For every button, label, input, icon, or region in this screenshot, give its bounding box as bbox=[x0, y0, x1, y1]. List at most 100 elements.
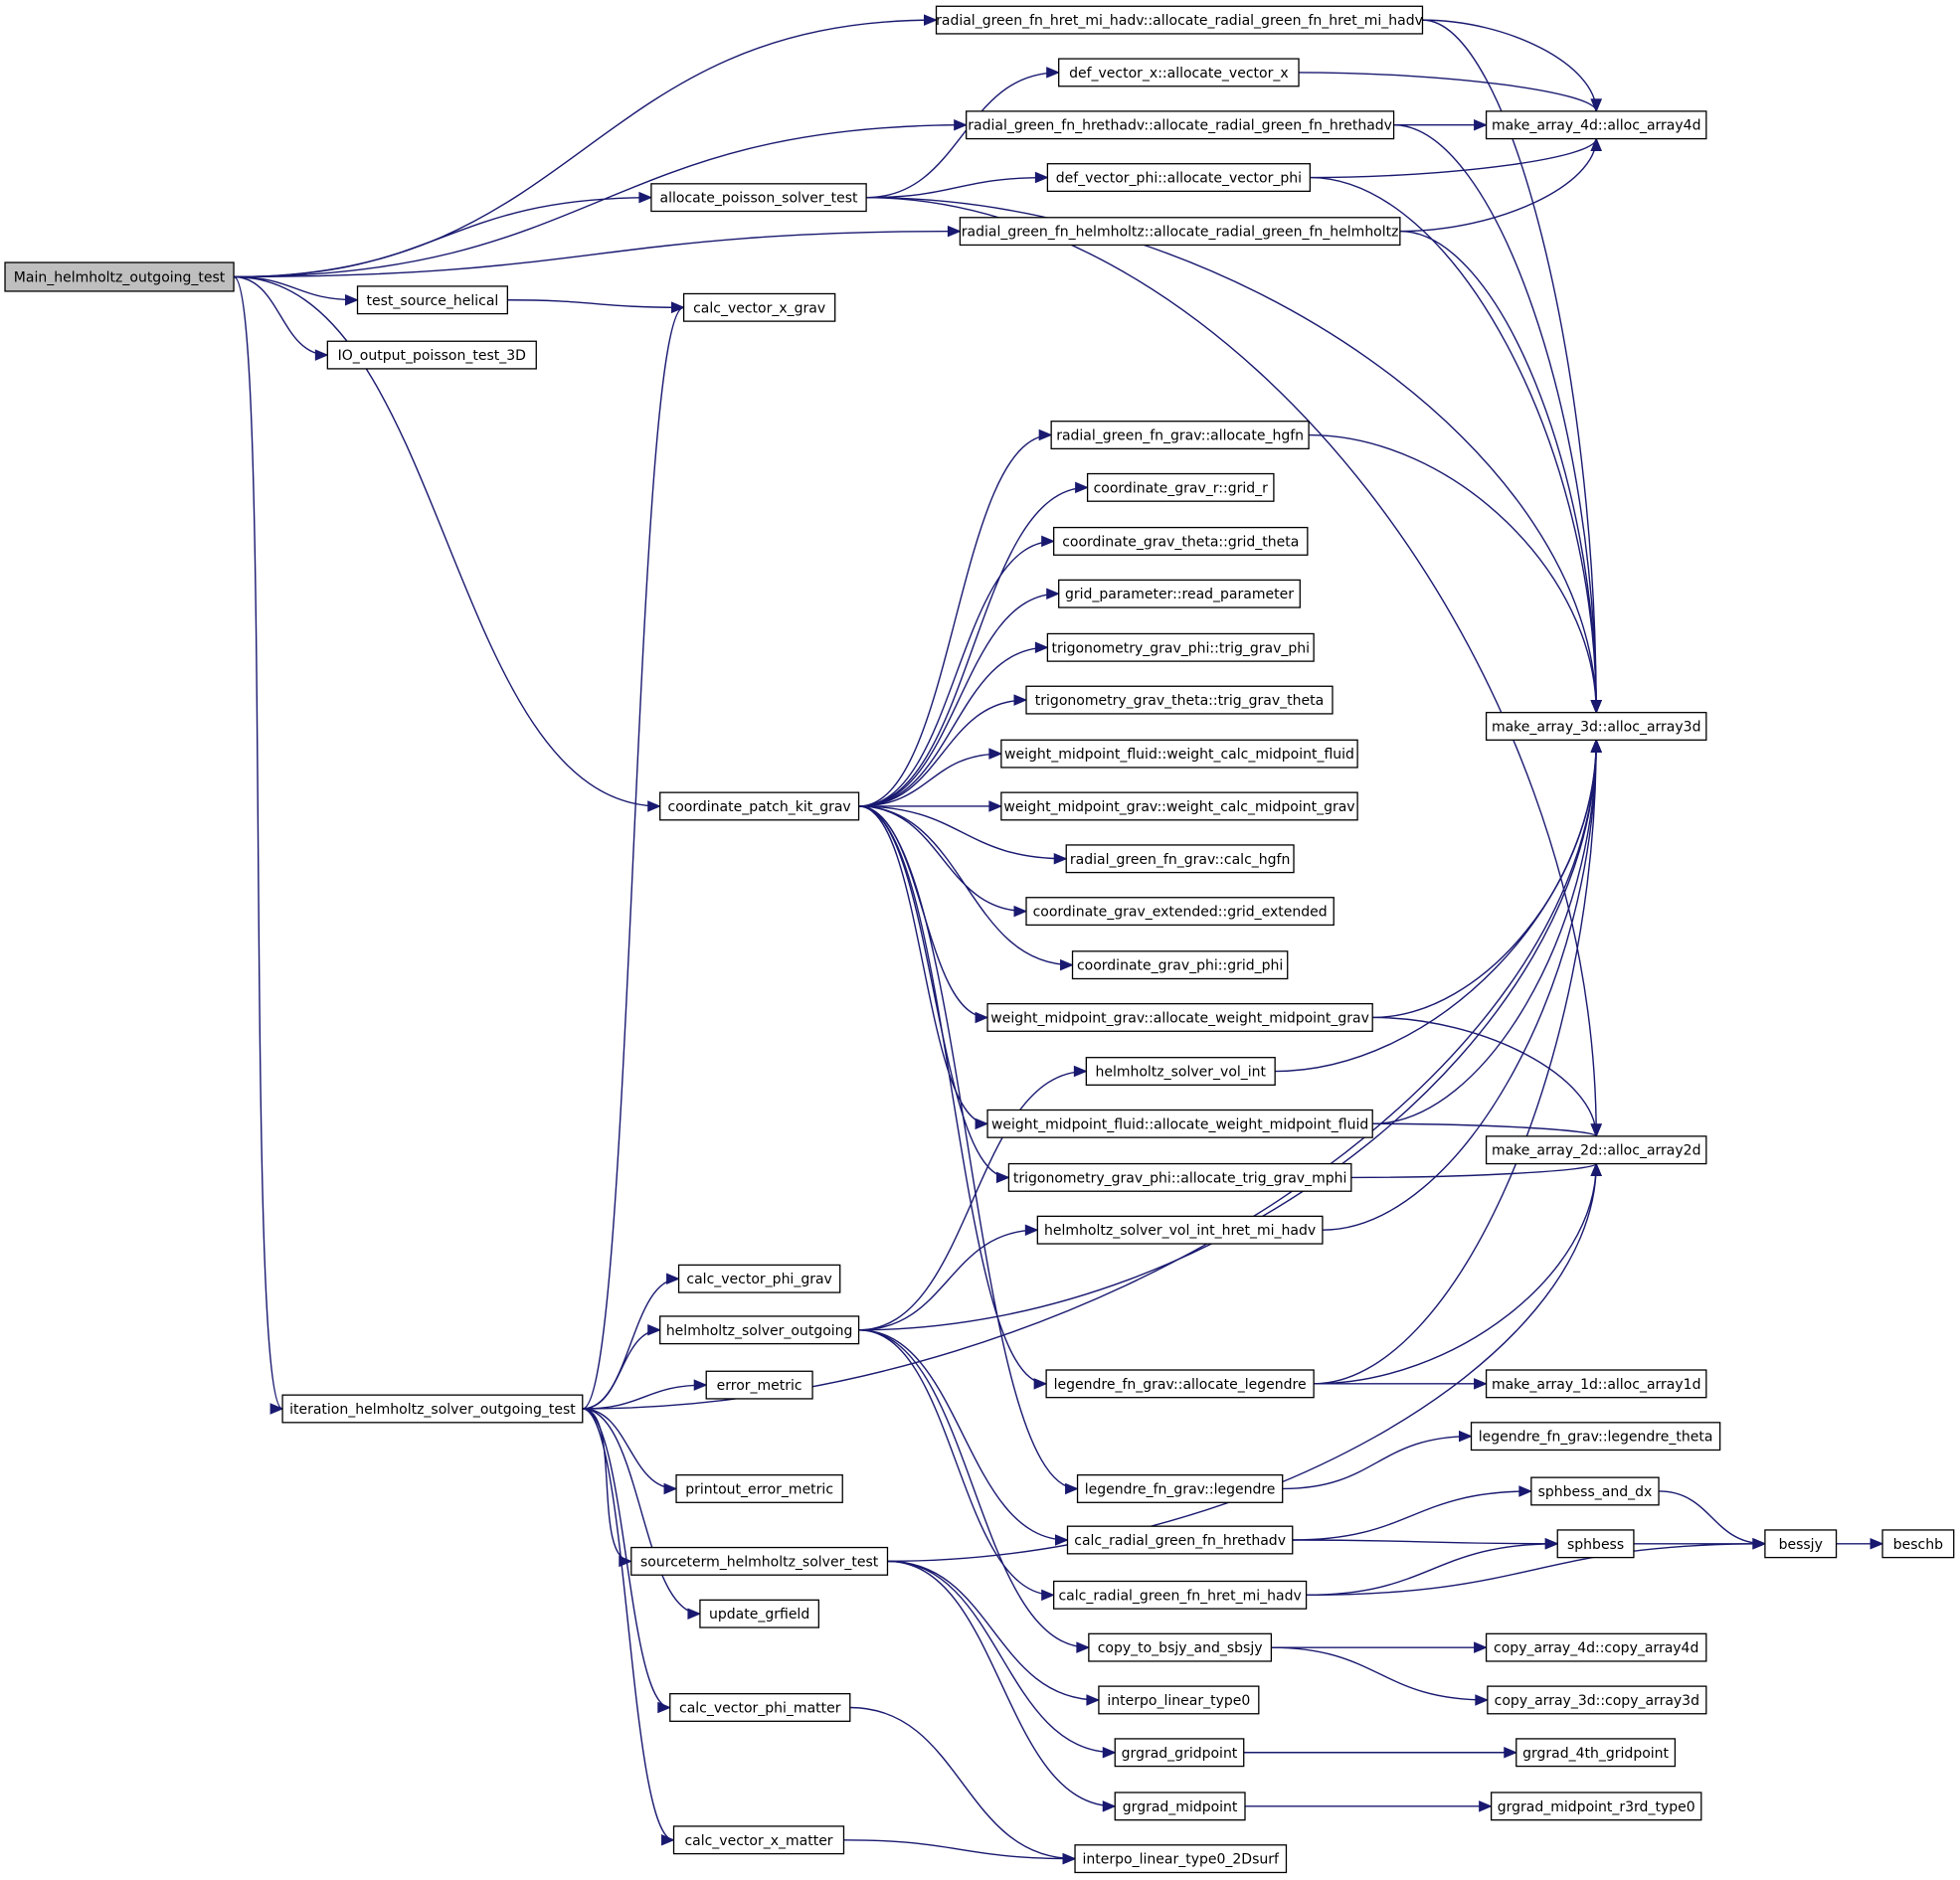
node-grid_r[interactable]: coordinate_grav_r::grid_r bbox=[1086, 472, 1275, 502]
node-leg_alloc[interactable]: legendre_fn_grav::allocate_legendre bbox=[1045, 1369, 1315, 1399]
node-label: interpo_linear_type0_2Dsurf bbox=[1083, 1852, 1280, 1868]
node-io_out[interactable]: IO_output_poisson_test_3D bbox=[326, 340, 537, 370]
edge-iter-to-srcterm bbox=[582, 1408, 631, 1563]
arrowhead bbox=[1073, 1065, 1088, 1078]
node-label: weight_midpoint_grav::weight_calc_midpoi… bbox=[1003, 799, 1354, 815]
node-alloc_poisson[interactable]: allocate_poisson_solver_test bbox=[650, 183, 867, 213]
node-grgrad_r3rd[interactable]: grgrad_midpoint_r3rd_type0 bbox=[1490, 1792, 1702, 1821]
node-grid_ext[interactable]: coordinate_grav_extended::grid_extended bbox=[1025, 897, 1335, 927]
node-wcm_grav[interactable]: weight_midpoint_grav::weight_calc_midpoi… bbox=[1000, 791, 1358, 821]
node-main[interactable]: Main_helmholtz_outgoing_test bbox=[4, 261, 235, 292]
node-interp0[interactable]: interpo_linear_type0 bbox=[1098, 1685, 1260, 1715]
node-grid_theta[interactable]: coordinate_grav_theta::grid_theta bbox=[1053, 526, 1309, 556]
node-cvx_grav[interactable]: calc_vector_x_grav bbox=[682, 292, 836, 322]
node-sphbess[interactable]: sphbess bbox=[1556, 1529, 1635, 1559]
node-bessjy[interactable]: bessjy bbox=[1764, 1529, 1838, 1559]
node-box bbox=[281, 1394, 584, 1424]
arrowhead bbox=[1041, 535, 1055, 548]
node-box bbox=[1530, 1476, 1660, 1506]
arrowhead bbox=[975, 1117, 989, 1130]
node-a1d[interactable]: make_array_1d::alloc_array1d bbox=[1485, 1369, 1707, 1399]
node-hs_vol[interactable]: helmholtz_solver_vol_int bbox=[1085, 1057, 1276, 1086]
node-box bbox=[1074, 1844, 1288, 1874]
node-grid_phi[interactable]: coordinate_grav_phi::grid_phi bbox=[1071, 950, 1289, 980]
node-label: radial_green_fn_hret_mi_hadv::allocate_r… bbox=[936, 13, 1423, 29]
edge-rg_hret_alloc-to-a3d bbox=[1422, 19, 1597, 713]
edge-cpk-to-grid_r bbox=[858, 486, 1088, 807]
node-beschb[interactable]: beschb bbox=[1881, 1529, 1955, 1559]
node-box bbox=[1764, 1529, 1838, 1559]
node-interp2d[interactable]: interpo_linear_type0_2Dsurf bbox=[1074, 1844, 1288, 1874]
node-wcm_fluid[interactable]: weight_midpoint_fluid::weight_calc_midpo… bbox=[1000, 739, 1358, 769]
node-iter[interactable]: iteration_helmholtz_solver_outgoing_test bbox=[281, 1394, 584, 1424]
node-copy_bsjy[interactable]: copy_to_bsjy_and_sbsjy bbox=[1088, 1632, 1273, 1662]
node-box bbox=[1490, 1792, 1702, 1821]
node-calc_hgfn[interactable]: radial_green_fn_grav::calc_hgfn bbox=[1065, 844, 1295, 874]
node-vec_x_alloc[interactable]: def_vector_x::allocate_vector_x bbox=[1058, 58, 1300, 87]
node-label: coordinate_grav_phi::grid_phi bbox=[1077, 958, 1283, 974]
node-leg_theta[interactable]: legendre_fn_grav::legendre_theta bbox=[1470, 1422, 1721, 1452]
node-box bbox=[659, 791, 860, 821]
node-trig_phi[interactable]: trigonometry_grav_phi::trig_grav_phi bbox=[1046, 632, 1315, 662]
node-hs_vol_hret[interactable]: helmholtz_solver_vol_int_hret_mi_hadv bbox=[1036, 1215, 1324, 1245]
node-hs_out[interactable]: helmholtz_solver_outgoing bbox=[659, 1315, 860, 1345]
node-awm_grav[interactable]: weight_midpoint_grav::allocate_weight_mi… bbox=[986, 1002, 1373, 1032]
node-grgrad_gp[interactable]: grgrad_gridpoint bbox=[1114, 1738, 1245, 1768]
node-cvx_matter[interactable]: calc_vector_x_matter bbox=[672, 1825, 845, 1855]
node-crg_hrethadv[interactable]: calc_radial_green_fn_hrethadv bbox=[1066, 1525, 1294, 1555]
node-grgrad_mp[interactable]: grgrad_midpoint bbox=[1114, 1792, 1246, 1821]
node-sphbess_dx[interactable]: sphbess_and_dx bbox=[1530, 1476, 1660, 1506]
node-rg_hrethadv_alloc[interactable]: radial_green_fn_hrethadv::allocate_radia… bbox=[966, 110, 1395, 140]
node-a4d[interactable]: make_array_4d::alloc_array4d bbox=[1485, 110, 1707, 140]
node-box bbox=[1085, 1057, 1276, 1086]
node-box bbox=[1485, 1369, 1707, 1399]
edge-leg-to-leg_theta bbox=[1282, 1435, 1472, 1490]
node-box bbox=[1470, 1422, 1721, 1452]
edge-cpk-to-read_param bbox=[858, 593, 1059, 807]
node-cvphi_grav[interactable]: calc_vector_phi_grav bbox=[677, 1264, 841, 1293]
node-label: grgrad_midpoint_r3rd_type0 bbox=[1498, 1799, 1695, 1815]
node-upd_gr[interactable]: update_grfield bbox=[699, 1599, 819, 1628]
node-cpk[interactable]: coordinate_patch_kit_grav bbox=[659, 791, 860, 821]
node-label: legendre_fn_grav::allocate_legendre bbox=[1054, 1377, 1307, 1393]
edge-cvphi_matter-to-interp2d bbox=[849, 1706, 1076, 1860]
node-a3d[interactable]: make_array_3d::alloc_array3d bbox=[1485, 712, 1707, 741]
node-grgrad_4th[interactable]: grgrad_4th_gridpoint bbox=[1515, 1738, 1677, 1768]
node-print_err[interactable]: printout_error_metric bbox=[675, 1473, 843, 1503]
node-a2d[interactable]: make_array_2d::alloc_array2d bbox=[1485, 1135, 1707, 1165]
node-label: interpo_linear_type0 bbox=[1107, 1693, 1250, 1709]
node-crg_hret[interactable]: calc_radial_green_fn_hret_mi_hadv bbox=[1053, 1580, 1308, 1610]
node-test_src[interactable]: test_source_helical bbox=[356, 285, 508, 315]
node-label: iteration_helmholtz_solver_outgoing_test bbox=[289, 1402, 576, 1418]
node-trig_mphi[interactable]: trigonometry_grav_phi::allocate_trig_gra… bbox=[1007, 1162, 1352, 1192]
arrowhead bbox=[1075, 481, 1089, 494]
node-leg[interactable]: legendre_fn_grav::legendre bbox=[1076, 1473, 1284, 1503]
edge-cpk-to-grid_phi bbox=[858, 805, 1073, 966]
node-vec_phi_alloc[interactable]: def_vector_phi::allocate_vector_phi bbox=[1046, 163, 1312, 193]
arrowhead bbox=[924, 14, 938, 26]
arrowhead bbox=[663, 1482, 678, 1495]
node-srcterm[interactable]: sourceterm_helmholtz_solver_test bbox=[630, 1546, 889, 1576]
edge-alloc_poisson-to-a2d bbox=[866, 196, 1597, 1136]
edge-sphbess_dx-to-bessjy bbox=[1659, 1490, 1765, 1545]
node-cvphi_matter[interactable]: calc_vector_phi_matter bbox=[669, 1693, 851, 1722]
node-trig_theta[interactable]: trigonometry_grav_theta::trig_grav_theta bbox=[1025, 685, 1334, 715]
node-hgfn_alloc[interactable]: radial_green_fn_grav::allocate_hgfn bbox=[1050, 421, 1310, 450]
node-rg_helm_alloc[interactable]: radial_green_fn_helmholtz::allocate_radi… bbox=[959, 217, 1401, 247]
node-c4d[interactable]: copy_array_4d::copy_array4d bbox=[1485, 1632, 1707, 1662]
edge-hs_out-to-hs_vol_hret bbox=[858, 1229, 1038, 1331]
node-box bbox=[1088, 1632, 1273, 1662]
node-c3d[interactable]: copy_array_3d::copy_array3d bbox=[1487, 1685, 1707, 1715]
node-read_param[interactable]: grid_parameter::read_parameter bbox=[1058, 579, 1301, 608]
node-label: coordinate_patch_kit_grav bbox=[668, 799, 851, 815]
edge-iter-to-upd_gr bbox=[582, 1408, 700, 1615]
edge-crg_hrethadv-to-sphbess bbox=[1292, 1539, 1558, 1545]
node-box bbox=[935, 5, 1424, 35]
node-awm_fluid[interactable]: weight_midpoint_fluid::allocate_weight_m… bbox=[986, 1109, 1373, 1138]
node-label: trigonometry_grav_phi::allocate_trig_gra… bbox=[1013, 1170, 1347, 1186]
node-box bbox=[1515, 1738, 1677, 1768]
node-label: radial_green_fn_helmholtz::allocate_radi… bbox=[962, 225, 1399, 241]
node-err_metric[interactable]: error_metric bbox=[705, 1370, 813, 1400]
arrowhead bbox=[1504, 1747, 1518, 1759]
node-rg_hret_alloc[interactable]: radial_green_fn_hret_mi_hadv::allocate_r… bbox=[935, 5, 1424, 35]
